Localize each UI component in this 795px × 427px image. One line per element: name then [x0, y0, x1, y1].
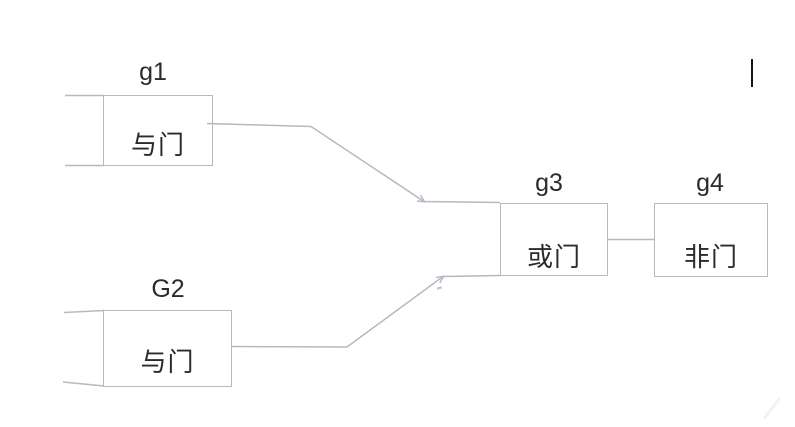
wire-g1-to-g3[interactable] — [206, 122, 501, 204]
gate-type-label-g4: 非门 — [683, 242, 738, 272]
wire-g2-input-bottom[interactable] — [62, 381, 105, 387]
wire-g2-input-top[interactable] — [63, 309, 105, 314]
gate-name-g1: g1 — [139, 58, 167, 86]
arrowhead-g2-to-g3 — [435, 275, 445, 284]
gate-type-label-g1: 与门 — [130, 130, 185, 160]
gate-name-g3: g3 — [535, 169, 563, 197]
text-cursor-mark — [751, 59, 753, 87]
gate-box-g3[interactable]: 或门 — [500, 203, 608, 276]
gate-box-g1[interactable]: 与门 — [103, 95, 213, 166]
gate-name-g4: g4 — [696, 169, 724, 197]
gate-box-g4[interactable]: 非门 — [654, 203, 768, 277]
arrowhead-g1-to-g3 — [416, 194, 426, 203]
wire-g2-to-g3[interactable] — [231, 274, 501, 348]
gate-type-label-g2: 与门 — [140, 347, 195, 377]
gate-type-label-g3: 或门 — [526, 242, 581, 272]
gate-box-g2[interactable]: 与门 — [103, 310, 232, 387]
gate-name-g2: G2 — [151, 275, 185, 303]
